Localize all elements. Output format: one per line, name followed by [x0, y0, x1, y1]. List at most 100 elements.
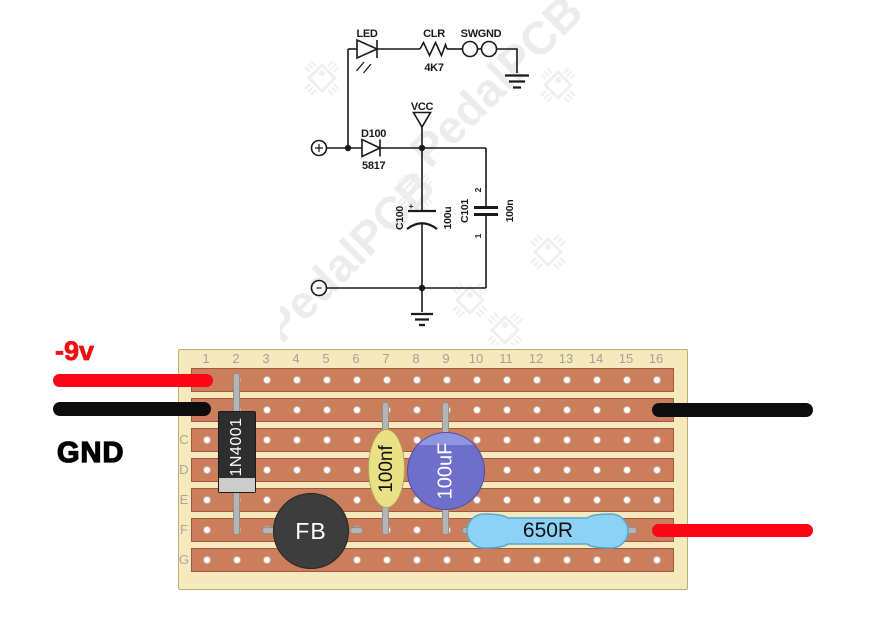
- hole: [563, 406, 571, 414]
- hole: [473, 496, 481, 504]
- hole: [383, 376, 391, 384]
- row-letter: E: [179, 492, 189, 507]
- d100-label: D100: [361, 128, 386, 140]
- hole: [533, 406, 541, 414]
- hole: [353, 436, 361, 444]
- hole: [293, 406, 301, 414]
- hole: [503, 436, 511, 444]
- hole: [593, 556, 601, 564]
- hole: [263, 496, 271, 504]
- hole: [563, 376, 571, 384]
- row-letter: F: [180, 522, 188, 537]
- hole: [533, 466, 541, 474]
- resistor-body: [466, 513, 629, 549]
- hole: [653, 466, 661, 474]
- copper-strip: [191, 368, 674, 392]
- hole: [653, 496, 661, 504]
- wire-gnd-right: [652, 403, 813, 417]
- film-capacitor: 100nf: [368, 429, 405, 508]
- swgnd-pad: [480, 40, 498, 58]
- plus-pad-icon: [315, 144, 323, 152]
- hole: [593, 466, 601, 474]
- column-number: 12: [528, 351, 544, 366]
- wire-gnd-left: [53, 402, 211, 416]
- hole: [203, 496, 211, 504]
- hole: [563, 436, 571, 444]
- hole: [593, 496, 601, 504]
- hole: [593, 436, 601, 444]
- column-number: 2: [232, 351, 240, 366]
- c101-pin2: 2: [473, 187, 483, 192]
- junction-dots: [344, 144, 426, 292]
- hole: [353, 466, 361, 474]
- input-pads: [310, 40, 498, 297]
- cap-c100-symbol: [406, 209, 438, 230]
- ferrite-lead-right: [350, 527, 363, 534]
- hole: [353, 496, 361, 504]
- hole: [413, 526, 421, 534]
- column-number: 16: [648, 351, 664, 366]
- hole: [473, 556, 481, 564]
- hole: [323, 466, 331, 474]
- column-number: 15: [618, 351, 634, 366]
- hole: [533, 496, 541, 504]
- diode-1n4001: 1N4001: [218, 411, 256, 493]
- hole: [323, 406, 331, 414]
- hole: [203, 556, 211, 564]
- row-letter: C: [179, 432, 189, 447]
- chip-icon: [539, 66, 577, 104]
- hole: [263, 436, 271, 444]
- column-number: 1: [202, 351, 210, 366]
- copper-strip: [191, 398, 674, 422]
- hole: [503, 496, 511, 504]
- c101-value: 100n: [504, 200, 516, 223]
- hole: [203, 466, 211, 474]
- hole: [263, 376, 271, 384]
- column-number: 9: [442, 351, 450, 366]
- hole: [383, 556, 391, 564]
- hole: [623, 466, 631, 474]
- hole: [653, 376, 661, 384]
- hole: [353, 376, 361, 384]
- chip-icon: [486, 311, 524, 345]
- hole: [293, 436, 301, 444]
- electrolytic-capacitor: 100uF: [407, 432, 485, 510]
- diode-cathode-band: [219, 478, 255, 492]
- resistor-label: 650R: [522, 519, 574, 542]
- clr-label: CLR: [423, 28, 445, 40]
- diode-label: 1N4001: [228, 417, 245, 477]
- swgnd-pad: [461, 40, 479, 58]
- resistor-symbol: [419, 40, 448, 58]
- c100-label: C100: [394, 206, 406, 230]
- ground-symbols: [411, 74, 529, 327]
- electrocap-lead-top: [442, 402, 449, 436]
- diode-lead-bottom: [233, 491, 240, 535]
- hole: [563, 496, 571, 504]
- diode-symbol: [361, 138, 382, 158]
- column-number: 10: [468, 351, 484, 366]
- circuit-schematic: PedalPCB PedalPCB: [280, 0, 580, 345]
- hole: [623, 436, 631, 444]
- led-label: LED: [356, 28, 377, 40]
- row-letter: G: [178, 552, 190, 567]
- hole: [473, 406, 481, 414]
- column-number: 4: [292, 351, 300, 366]
- hole: [593, 376, 601, 384]
- hole: [413, 556, 421, 564]
- electrolytic-top-band: [408, 433, 484, 445]
- hole: [593, 406, 601, 414]
- column-number: 5: [322, 351, 330, 366]
- column-number: 6: [352, 351, 360, 366]
- column-number: 8: [412, 351, 420, 366]
- chip-icon: [303, 59, 341, 97]
- hole: [263, 556, 271, 564]
- hole: [503, 556, 511, 564]
- hole: [503, 376, 511, 384]
- d100-value: 5817: [362, 160, 385, 172]
- hole: [203, 436, 211, 444]
- hole: [203, 526, 211, 534]
- hole: [323, 436, 331, 444]
- diode-lead-top: [233, 373, 240, 413]
- wire-neg9v-left: [53, 374, 213, 387]
- column-number: 13: [558, 351, 574, 366]
